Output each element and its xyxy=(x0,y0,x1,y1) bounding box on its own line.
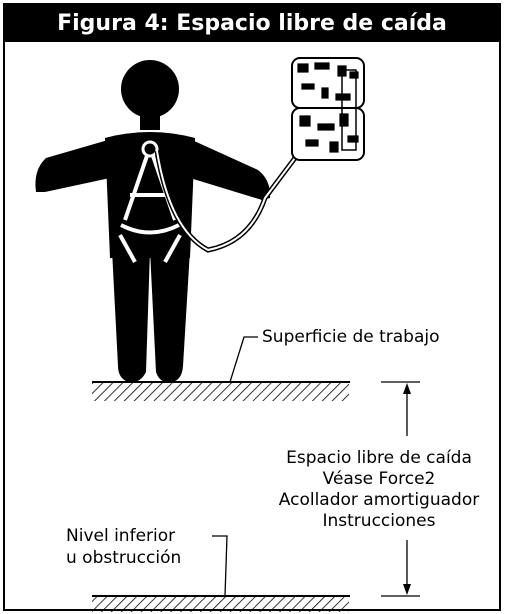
figure-title: Figura 4: Espacio libre de caída xyxy=(3,3,501,42)
fall-clearance-label-line: Espacio libre de caída xyxy=(286,448,472,468)
lower-level-label-line: Nivel inferior xyxy=(66,526,176,546)
shock-absorbing-lanyard-icon xyxy=(154,57,365,253)
lower-level-label: Nivel inferior u obstrucción xyxy=(66,525,181,569)
lower-surface-hatch xyxy=(92,596,349,612)
fall-clearance-label-line: Acollador amortiguador xyxy=(278,490,480,510)
fall-clearance-label: Espacio libre de caída Véase Force2 Acol… xyxy=(258,448,500,532)
lower-level-leader xyxy=(212,535,228,597)
worker-with-harness-icon xyxy=(35,60,271,383)
work-surface-label: Superficie de trabajo xyxy=(262,327,440,347)
fall-clearance-label-line: Véase Force2 xyxy=(322,469,436,489)
fall-clearance-label-line: Instrucciones xyxy=(322,511,436,531)
lower-level-label-line: u obstrucción xyxy=(66,548,182,568)
work-surface-leader xyxy=(229,336,258,383)
work-surface-hatch xyxy=(92,382,349,401)
vertical-dimension-arrow-icon xyxy=(381,381,420,597)
